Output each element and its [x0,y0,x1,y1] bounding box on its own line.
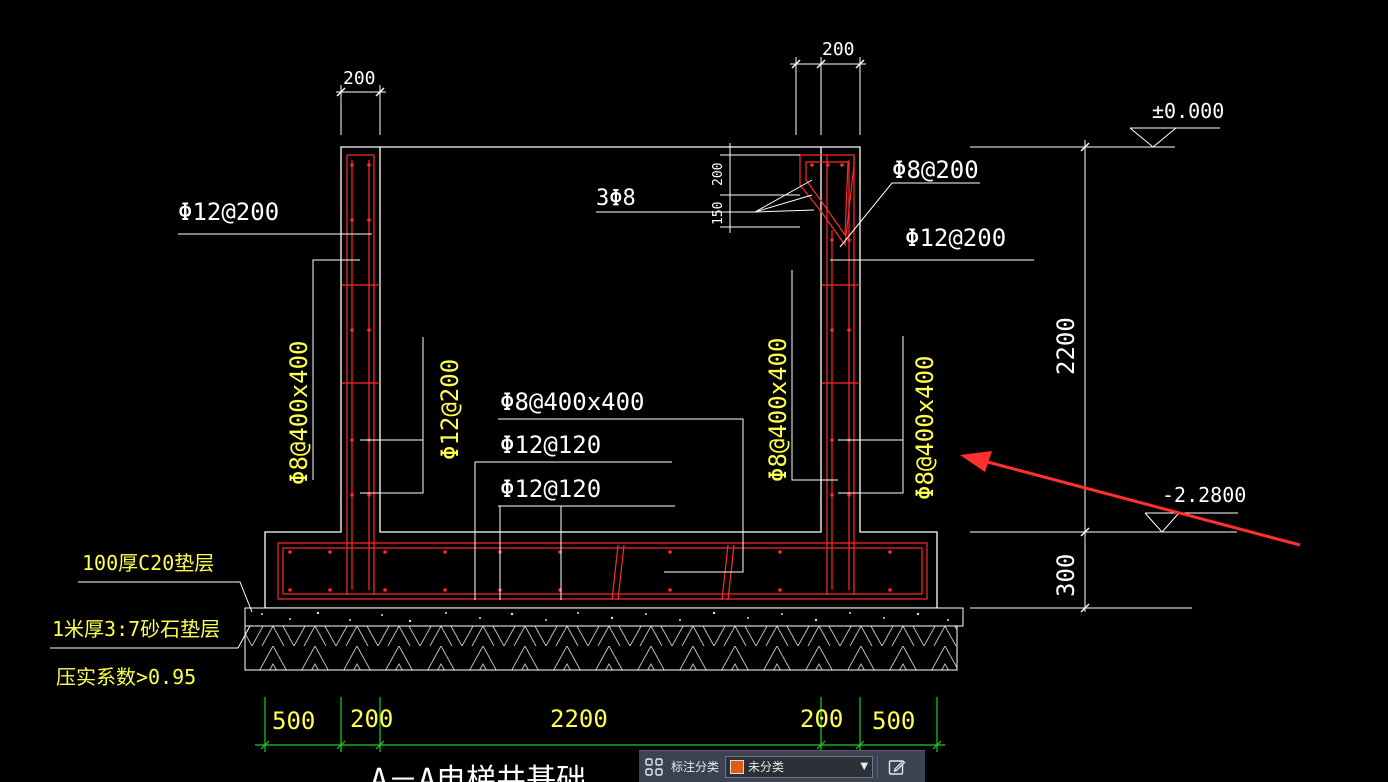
bottom-dimension [255,697,945,752]
rebar-left-top: Φ12@200 [178,198,279,226]
rebar-right-vert-outer: Φ8@400x400 [911,356,939,501]
layer-cushion: 100厚C20垫层 [82,551,214,575]
rebar-notch-tie: Φ8@200 [892,156,979,184]
dim-top-left-200: 200 [343,68,376,89]
level-bottom: -2.2800 [1162,483,1246,507]
annotation-toolbar: 标注分类 未分类 ▼ [639,750,925,782]
rebar-cage [277,154,928,601]
layer-compaction: 压实系数>0.95 [56,665,196,689]
dimension-lines-white [336,57,1238,612]
rebar-left-vert-outer: Φ8@400x400 [285,341,313,486]
dim-right-2200: 2200 [1052,317,1080,375]
edit-icon[interactable] [882,752,912,782]
rebar-slab-bottom: Φ12@120 [500,475,601,503]
category-value: 未分类 [748,760,785,774]
rebar-slab-top: Φ12@120 [500,431,601,459]
rebar-left-vert-inner: Φ12@200 [436,359,464,460]
rebar-right-vert-inner: Φ8@400x400 [764,338,792,483]
dim-bottom-500-right: 500 [872,707,915,735]
dim-bottom-500-left: 500 [272,707,315,735]
dim-bottom-200-left: 200 [350,705,393,733]
category-select[interactable]: 未分类 ▼ [725,755,874,778]
drawing-title: A－A电梯井基础 [370,763,586,782]
layer-leaders [50,581,253,649]
annotation-arrow [960,451,1301,547]
rebar-slab-tie: Φ8@400x400 [500,388,645,416]
dim-bottom-200-right: 200 [800,705,843,733]
layer-gravel: 1米厚3:7砂石垫层 [52,617,220,641]
rebar-dots [288,163,892,592]
toolbar-divider [877,754,879,779]
level-top: ±0.000 [1152,99,1224,123]
dim-top-right-200: 200 [822,39,855,60]
gravel-layer [244,607,964,627]
category-label: 标注分类 [671,760,720,774]
dim-right-300: 300 [1052,554,1080,597]
dim-notch-200: 200 [711,163,726,186]
concrete-outline [264,146,938,609]
dim-bottom-2200: 2200 [550,705,608,733]
tick-marks [336,59,1090,613]
grid-icon[interactable] [639,752,669,782]
rebar-notch-bars: 3Φ8 [596,186,636,211]
category-color-swatch [730,759,745,774]
chevron-down-icon: ▼ [860,761,869,772]
soil-hatch [244,625,958,671]
leader-lines [178,179,1034,600]
rebar-right-top: Φ12@200 [905,224,1006,252]
dim-notch-150: 150 [711,202,726,225]
